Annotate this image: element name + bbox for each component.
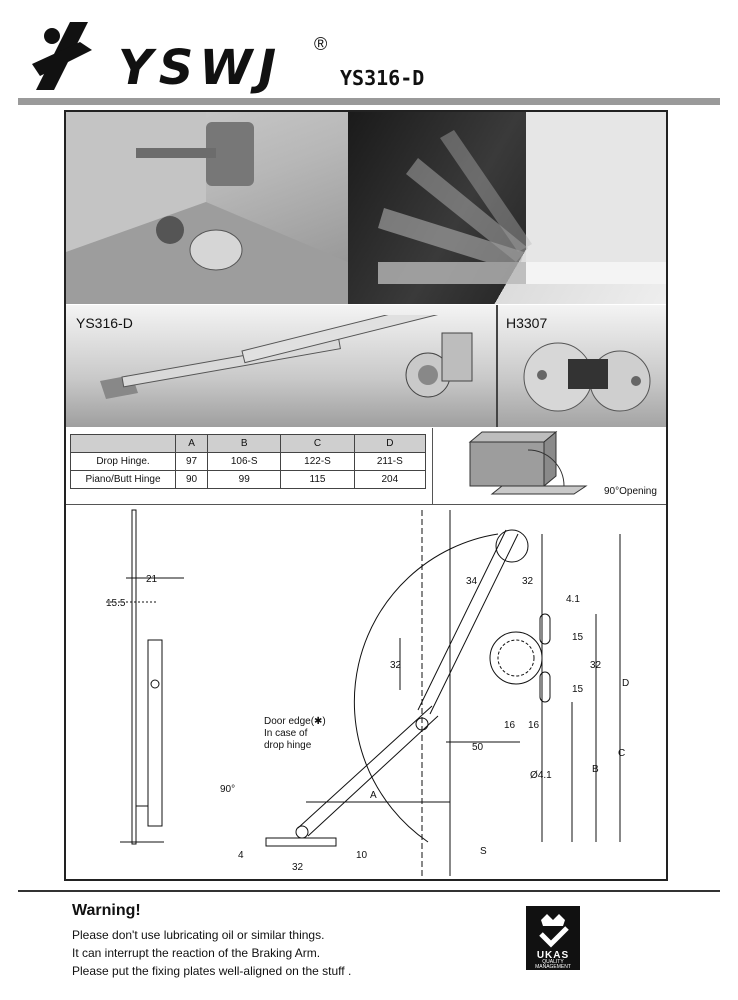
table-cell: Drop Hinge. [70, 452, 176, 471]
table-header-c: C [280, 434, 355, 453]
warning-title: Warning! [72, 902, 141, 919]
door-edge-label: drop hinge [264, 740, 312, 751]
dim-label: C [618, 748, 625, 759]
dim-label: A [370, 790, 377, 801]
dim-label: S [480, 846, 487, 857]
table-cell: 204 [353, 470, 427, 489]
table-cell: 115 [280, 470, 355, 489]
ukas-sub: QUALITY MANAGEMENT [526, 960, 580, 970]
table-cell: 211-S [353, 452, 427, 471]
table-header-b: B [207, 434, 282, 453]
dim-label: 32 [390, 660, 402, 671]
door-edge-label: Door edge(✱) [264, 716, 326, 727]
ukas-cert-badge: UKAS QUALITY MANAGEMENT [526, 906, 580, 970]
installation-photo [66, 112, 348, 304]
dim-label: 10 [356, 850, 368, 861]
footer-divider [18, 890, 720, 892]
brand-logo-icon [32, 22, 92, 90]
table-cell: 122-S [280, 452, 355, 471]
table-row: Piano/Butt Hinge 90 99 115 204 [70, 470, 427, 489]
h3307-product-photo: H3307 [498, 305, 666, 427]
table-cell: 106-S [207, 452, 282, 471]
table-header-blank [70, 434, 176, 453]
dim-label: 90° [220, 784, 235, 795]
ys316d-product-photo: YS316-D [66, 305, 498, 427]
dim-label: 16 [528, 720, 540, 731]
dim-label: 50 [472, 742, 484, 753]
dim-label: B [592, 764, 599, 775]
dim-label: 16 [504, 720, 516, 731]
warning-line: It can interrupt the reaction of the Bra… [72, 946, 321, 960]
dim-label: 32 [590, 660, 602, 671]
technical-drawing: 21 15.5 34 32 4.1 15 32 32 15 16 16 50 Ø… [106, 509, 629, 876]
warning-line: Please put the fixing plates well-aligne… [72, 964, 352, 978]
dim-label: 32 [522, 576, 534, 587]
dim-label: 34 [466, 576, 478, 587]
table-cell: 97 [174, 452, 209, 471]
ukas-name: UKAS [536, 950, 570, 961]
product-label-h3307: H3307 [506, 315, 548, 331]
dim-label: 32 [292, 862, 304, 873]
warning-line: Please don't use lubricating oil or simi… [72, 928, 325, 942]
section-divider [432, 428, 433, 504]
dim-label: 21 [146, 574, 158, 585]
table-cell: Piano/Butt Hinge [70, 470, 176, 489]
dimension-table: A B C D Drop Hinge. 97 106-S 122-S 211-S… [70, 434, 427, 489]
table-row: Drop Hinge. 97 106-S 122-S 211-S [70, 452, 427, 471]
product-label-ys316d: YS316-D [76, 315, 133, 331]
motion-photo [348, 112, 666, 304]
table-header-a: A [174, 434, 209, 453]
registered-mark: ® [314, 34, 328, 54]
dim-label: 15.5 [106, 598, 126, 609]
dim-label: 15 [572, 684, 584, 695]
table-cell: 90 [174, 470, 209, 489]
dim-label: D [622, 678, 629, 689]
brand-name: YSWJ [118, 40, 283, 96]
catalog-frame [64, 110, 668, 881]
dim-label: 4.1 [566, 594, 580, 605]
table-header-d: D [353, 434, 427, 453]
opening-label: 90°Opening [604, 486, 657, 497]
header-divider [18, 98, 720, 105]
table-cell: 99 [207, 470, 282, 489]
opening-diagram [468, 430, 588, 495]
ukas-sub-line: QUALITY [542, 959, 564, 965]
ukas-sub-line: MANAGEMENT [535, 964, 571, 970]
dim-label: Ø4.1 [530, 770, 552, 781]
section-divider [66, 504, 666, 505]
door-edge-label: In case of [264, 728, 308, 739]
model-number: YS316-D [340, 66, 425, 90]
crown-check-icon [539, 914, 569, 948]
dim-label: 15 [572, 632, 584, 643]
dim-label: 4 [238, 850, 244, 861]
